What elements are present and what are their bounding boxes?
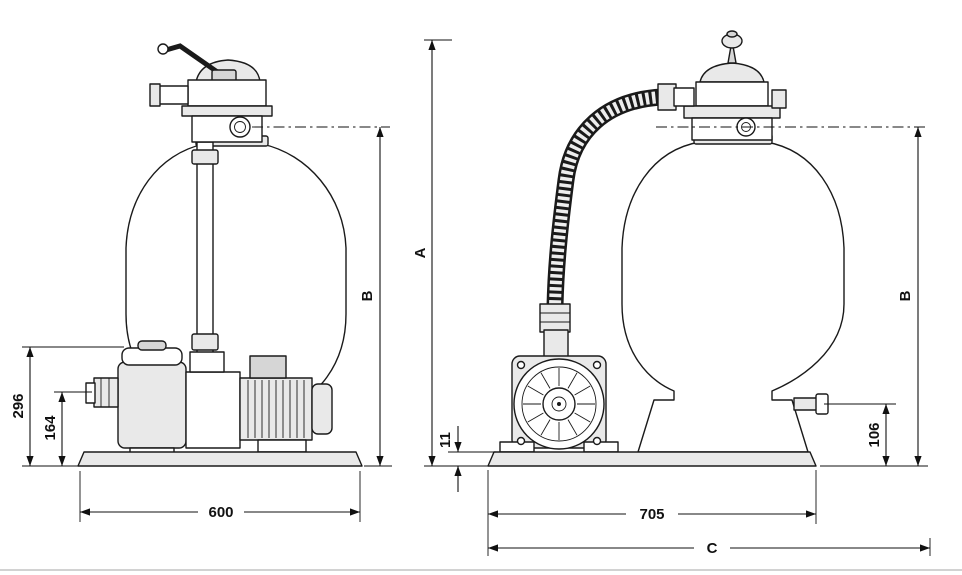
dimension-label-164: 164 — [42, 415, 59, 441]
dimension-label-705: 705 — [639, 506, 664, 523]
junction-box — [249, 355, 287, 379]
filter-tank-side — [621, 141, 845, 453]
dimension-c: C — [488, 538, 931, 557]
dimension-b-front: B — [252, 126, 392, 467]
pump-discharge — [189, 351, 225, 373]
hose — [539, 83, 677, 333]
dimension-296: 296 — [10, 346, 124, 467]
dimension-b-side: B — [656, 126, 928, 467]
dimension-label-600: 600 — [208, 504, 233, 521]
front-view: B 296 164 600 — [10, 43, 392, 522]
valve-port-left-side — [673, 87, 695, 107]
standpipe — [191, 141, 219, 357]
motor-endcap — [311, 383, 333, 435]
dimension-705: 705 — [487, 470, 817, 556]
dimension-label-a: A — [412, 247, 429, 258]
dimension-label-296: 296 — [10, 393, 27, 418]
pump-fan-fins — [523, 368, 595, 440]
motor-foot — [257, 439, 307, 453]
housing-bolt — [516, 360, 526, 370]
pump-body — [185, 371, 241, 449]
pump-inlet-top — [543, 329, 569, 359]
multiport-valve-front — [149, 43, 273, 143]
dimension-label-106: 106 — [866, 422, 883, 447]
multiport-valve-side — [673, 30, 787, 141]
dimension-106: 106 — [824, 403, 896, 466]
strainer-pot — [117, 361, 187, 449]
dimension-label-11: 11 — [437, 432, 454, 448]
pump-unit-side — [499, 329, 619, 453]
pump-foot-left — [499, 441, 535, 453]
drain-valve — [793, 393, 829, 415]
pump-unit-front — [85, 340, 333, 454]
pump-inlet-union — [93, 377, 119, 408]
base-plate-front — [77, 451, 363, 467]
sight-glass — [229, 116, 251, 138]
dimension-164: 164 — [42, 391, 92, 466]
valve-cap-side — [699, 62, 765, 83]
dimension-label-b-side: B — [897, 290, 914, 301]
pump-foot-right — [583, 441, 619, 453]
side-view: A 11 106 B 705 — [412, 30, 931, 557]
dimension-600: 600 — [79, 471, 361, 522]
motor-fins — [247, 380, 305, 438]
dimension-label-b-front: B — [359, 290, 376, 301]
housing-bolt — [516, 436, 526, 446]
hose-coupling-bottom — [539, 303, 571, 333]
housing-bolt — [592, 360, 602, 370]
dimension-11: 11 — [437, 426, 496, 492]
base-plate-side — [487, 451, 817, 467]
dimension-a: A — [412, 39, 488, 467]
valve-handle-side — [721, 30, 743, 64]
valve-port-left — [157, 85, 189, 105]
dimension-label-c: C — [707, 540, 718, 557]
valve-port-right-side — [771, 89, 787, 109]
housing-bolt — [592, 436, 602, 446]
